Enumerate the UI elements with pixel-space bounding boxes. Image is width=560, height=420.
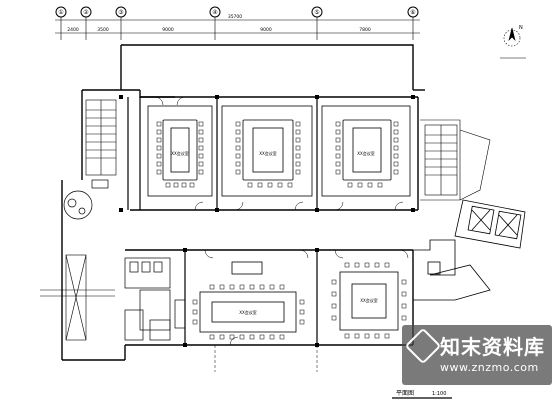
meeting-room-north-3: XX会议室 — [321, 105, 411, 197]
watermark-title: 知末资料库 — [440, 335, 545, 359]
drawing-scale: 1:100 — [432, 391, 446, 397]
meeting-room-north-2: XX会议室 — [221, 105, 313, 197]
dim-text: 2400 — [67, 27, 79, 33]
room-label: XX会议室 — [171, 150, 188, 156]
dim-text: 9000 — [162, 27, 174, 33]
east-lower-rooms — [413, 239, 491, 301]
meeting-room-south-1: XX会议室 — [192, 261, 305, 340]
svg-text:N: N — [519, 25, 523, 31]
building-walls — [61, 44, 425, 361]
dim-text: 3500 — [97, 27, 109, 33]
axis-bubble: ② — [80, 6, 92, 18]
svg-text:⑥: ⑥ — [410, 9, 415, 16]
stair-west — [85, 99, 117, 176]
svg-text:⑤: ⑤ — [314, 9, 319, 16]
chair-row — [156, 121, 204, 188]
chair-row — [331, 262, 407, 339]
chair-row — [335, 121, 399, 188]
axis-bubble: ⑤ — [311, 6, 323, 18]
dim-text: 7800 — [359, 27, 371, 33]
room-label: XX会议室 — [239, 309, 256, 315]
elevator-block — [454, 199, 526, 249]
drawing-title: 平面图 — [396, 390, 414, 397]
axis-bubble: ④ — [209, 6, 221, 18]
room-label: XX会议室 — [360, 297, 377, 303]
watermark-url: www.znzmo.com — [440, 361, 539, 374]
watermark: 知末资料库 www.znzmo.com — [402, 325, 552, 385]
north-arrow: N — [500, 25, 526, 59]
door-swings — [154, 96, 409, 346]
dim-total: 35700 — [228, 14, 242, 20]
stair-east — [420, 119, 491, 201]
restrooms — [124, 257, 186, 341]
room-label: XX会议室 — [357, 150, 374, 156]
meeting-room-south-2: XX会议室 — [331, 262, 407, 339]
dim-text: 9000 — [260, 27, 272, 33]
svg-text:④: ④ — [212, 9, 217, 16]
stair-lower-west — [40, 254, 115, 341]
meeting-room-north-1: XX会议室 — [147, 105, 213, 197]
axis-bubble: ⑥ — [407, 6, 419, 18]
title-block: 平面图 1:100 — [214, 345, 452, 399]
chair-row — [192, 284, 305, 340]
svg-text:①: ① — [58, 9, 63, 16]
watermark-logo-icon — [404, 327, 442, 365]
partition-walls — [127, 97, 318, 345]
chair-row — [235, 121, 301, 188]
svg-text:②: ② — [83, 9, 89, 16]
dimension-lines — [55, 17, 420, 40]
axis-bubble: ① — [55, 6, 67, 18]
room-label: XX会议室 — [259, 150, 276, 156]
dimension-texts: 35700 2400 3500 9000 9000 7800 — [67, 14, 371, 33]
svg-text:③: ③ — [118, 9, 123, 16]
axis-bubble: ③ — [115, 6, 127, 18]
reception-desk — [63, 179, 109, 220]
